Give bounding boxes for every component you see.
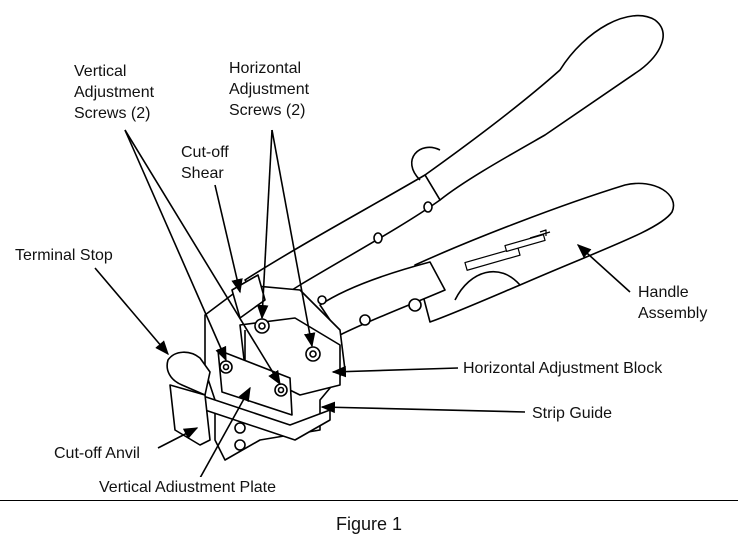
arrow-horizontal-screw-1: [256, 129, 273, 320]
arrow-horizontal-screw-2: [271, 129, 316, 348]
label-vertical-adjustment-plate: Vertical Adiustment Plate: [96, 477, 279, 498]
arrow-horizontal-block: [331, 365, 459, 378]
arrow-cutoff-shear: [214, 184, 243, 294]
hand-tool-drawing: [166, 14, 675, 461]
label-cutoff-shear: Cut-off Shear: [181, 144, 229, 182]
leader-arrows: [94, 129, 631, 479]
upper-handle-grip: [424, 14, 664, 201]
cutoff-anvil-part: [169, 384, 211, 446]
handle-markings: [464, 229, 551, 271]
arrow-terminal-stop: [94, 267, 169, 356]
label-strip-guide: Strip Guide: [532, 405, 613, 422]
label-vertical-adjustment-screws: Vertical Adjustment Screws (2): [74, 63, 155, 122]
figure-caption: Figure 1: [335, 514, 403, 534]
label-cutoff-anvil: Cut-off Anvil: [54, 445, 140, 462]
arrow-vertical-plate: [199, 386, 251, 479]
arrow-handle-assembly: [576, 244, 631, 293]
vertical-plate: [217, 349, 293, 416]
label-horizontal-adjustment-block: Horizontal Adjustment Block: [463, 360, 663, 377]
lower-handle: [414, 182, 675, 323]
arrow-vertical-screw-2: [124, 129, 281, 386]
label-handle-assembly: Handle Assembly: [638, 284, 708, 322]
arrow-vertical-screw-1: [124, 129, 227, 362]
arrow-strip-guide: [320, 401, 526, 414]
label-horizontal-adjustment-screws: Horizontal Adjustment Screws (2): [229, 60, 310, 119]
linkage: [319, 261, 446, 336]
arrow-cutoff-anvil: [157, 427, 199, 449]
terminal-stop-part: [166, 351, 211, 396]
label-terminal-stop: Terminal Stop: [15, 247, 113, 264]
caption-divider: [0, 500, 738, 501]
